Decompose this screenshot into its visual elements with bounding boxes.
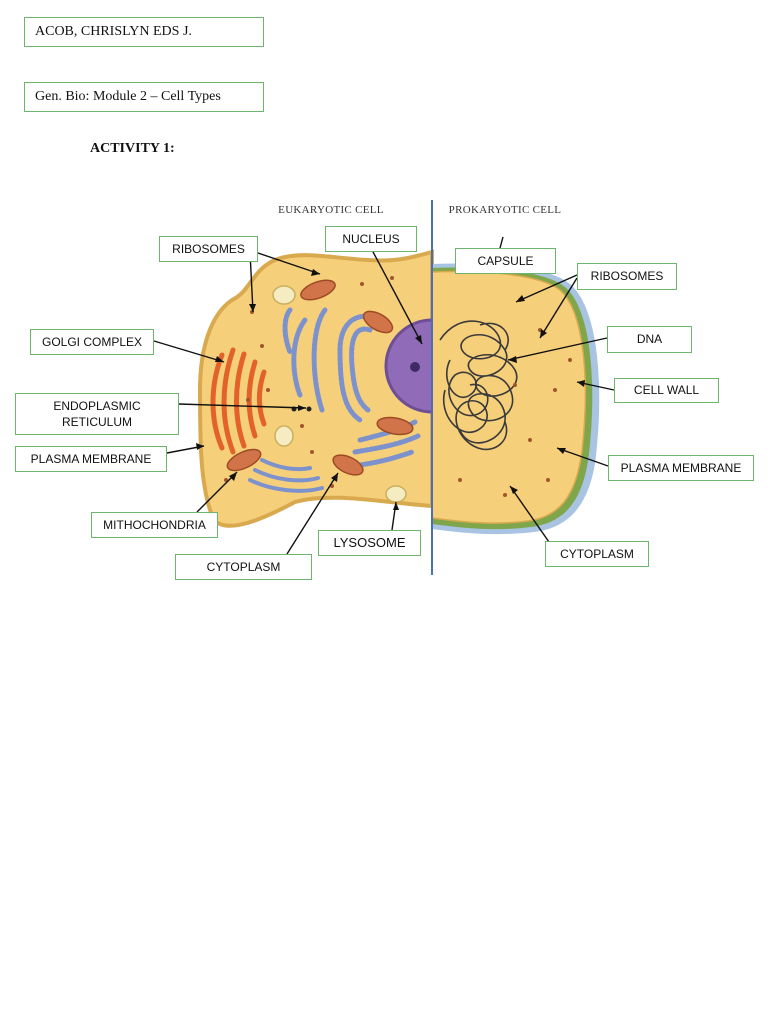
nucleus-shape — [384, 318, 432, 414]
label-plasma-membrane-eukaryotic: PLASMA MEMBRANE — [15, 446, 167, 472]
leader-cytoplasm-pro — [509, 485, 550, 543]
leader-mitochondria — [196, 471, 238, 513]
leader-nucleus — [371, 249, 423, 345]
label-lysosome: LYSOSOME — [318, 530, 421, 556]
leader-plasma-membrane-pro — [556, 447, 609, 467]
leader-golgi — [153, 340, 225, 363]
eukaryotic-title: EUKARYOTIC CELL — [278, 204, 384, 216]
label-golgi-complex: GOLGI COMPLEX — [30, 329, 154, 355]
vesicles-shapes — [272, 285, 407, 503]
prokaryotic-title: PROKARYOTIC CELL — [449, 204, 562, 216]
label-dna: DNA — [607, 326, 692, 353]
label-nucleus: NUCLEUS — [325, 226, 417, 252]
label-cell-wall: CELL WALL — [614, 378, 719, 403]
leader-arrowheads — [196, 269, 585, 510]
cell-illustration: EUKARYOTIC CELL PROKARYOTIC CELL — [153, 200, 615, 575]
module-title-box: Gen. Bio: Module 2 – Cell Types — [24, 82, 264, 112]
leader-lines — [153, 236, 615, 555]
dna-shape — [439, 320, 518, 451]
prokaryotic-cell — [431, 263, 600, 535]
label-mitochondria: MITHOCHONDRIA — [91, 512, 218, 538]
eukaryotic-cell — [197, 249, 434, 528]
golgi-shape — [210, 347, 267, 455]
leader-er — [178, 403, 307, 409]
leader-ribosomes-pro-2 — [539, 277, 578, 339]
student-name: ACOB, CHRISLYN EDS J. — [35, 24, 192, 39]
label-endoplasmic-reticulum: ENDOPLASMIC RETICULUM — [15, 393, 179, 435]
label-cytoplasm-eukaryotic: CYTOPLASM — [175, 554, 312, 580]
mitochondria-shapes — [226, 279, 414, 476]
label-ribosomes-prokaryotic: RIBOSOMES — [577, 263, 677, 290]
student-name-box: ACOB, CHRISLYN EDS J. — [24, 17, 264, 47]
label-capsule: CAPSULE — [455, 248, 556, 274]
leader-ribosomes-euk-2 — [249, 251, 254, 313]
activity-heading: ACTIVITY 1: — [90, 141, 175, 156]
nucleolus-shape — [410, 362, 420, 372]
label-ribosomes-eukaryotic: RIBOSOMES — [159, 236, 258, 262]
module-title: Gen. Bio: Module 2 – Cell Types — [35, 89, 221, 104]
leader-capsule — [499, 236, 504, 249]
label-plasma-membrane-prokaryotic: PLASMA MEMBRANE — [608, 455, 754, 481]
leader-ribosomes-euk-1 — [254, 251, 321, 275]
label-cytoplasm-prokaryotic: CYTOPLASM — [545, 541, 649, 567]
leader-dna — [507, 337, 608, 361]
prokaryotic-membrane — [431, 270, 587, 524]
smooth-er-shape — [248, 458, 324, 493]
lysosome-shape — [385, 485, 407, 503]
cell-diagram: EUKARYOTIC CELL PROKARYOTIC CELL — [0, 190, 768, 590]
leader-cytoplasm-euk — [286, 472, 339, 555]
leader-ribosomes-pro-1 — [515, 274, 578, 303]
